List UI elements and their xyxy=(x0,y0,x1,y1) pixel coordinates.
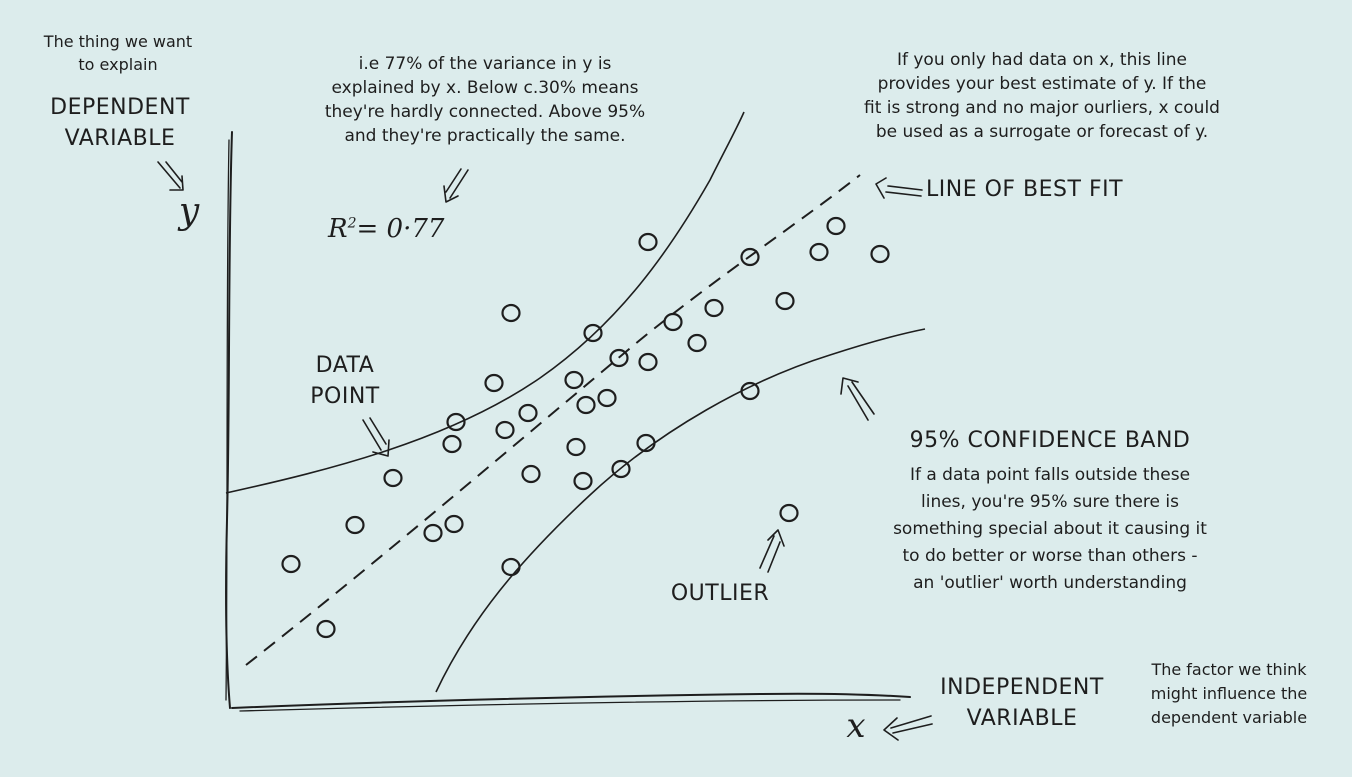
dependent-label-line1: DEPENDENT xyxy=(50,95,190,120)
data-point xyxy=(316,619,336,639)
data-point xyxy=(870,244,890,264)
data-point xyxy=(663,312,683,332)
data-point xyxy=(484,373,504,393)
data-point xyxy=(740,381,760,401)
outlier-point xyxy=(779,503,799,523)
line-of-best-fit xyxy=(245,174,861,666)
data-point xyxy=(638,232,658,252)
independent-description-line3: dependent variable xyxy=(1150,708,1308,727)
data-point-arrow-icon xyxy=(362,417,390,457)
best-fit-note-line4: be used as a surrogate or forecast of y. xyxy=(875,122,1209,142)
best-fit-arrow-icon xyxy=(875,177,923,199)
data-point xyxy=(704,298,724,318)
data-point xyxy=(446,412,466,432)
r2-note-line2: explained by x. Below c.30% means xyxy=(331,78,639,98)
r2-arrow-icon xyxy=(443,168,469,203)
data-point xyxy=(609,348,629,368)
data-point xyxy=(521,464,541,484)
dependent-label-line2: VARIABLE xyxy=(64,126,176,151)
data-point xyxy=(281,554,301,574)
r2-note-line3: they're hardly connected. Above 95% xyxy=(324,102,646,122)
data-point xyxy=(740,247,760,267)
data-point xyxy=(345,515,365,535)
independent-description-line1: The factor we think xyxy=(1151,660,1307,679)
confidence-note-line2: lines, you're 95% sure there is xyxy=(921,492,1179,512)
independent-description: The factor we think might influence the … xyxy=(1124,658,1334,730)
data-point-line1: DATA xyxy=(315,353,375,378)
data-point xyxy=(573,471,593,491)
r2-value: R2= 0·77 xyxy=(328,214,458,245)
data-point xyxy=(423,523,443,543)
r2-note-line4: and they're practically the same. xyxy=(344,126,626,146)
dependent-variable-label: DEPENDENT VARIABLE xyxy=(20,92,220,154)
upper-confidence-band xyxy=(225,111,745,494)
independent-arrow-icon xyxy=(883,715,933,741)
best-fit-note-line2: provides your best estimate of y. If the xyxy=(877,74,1207,94)
independent-label-line1: INDEPENDENT xyxy=(940,675,1104,700)
data-points xyxy=(281,216,890,639)
data-point xyxy=(444,514,464,534)
data-point xyxy=(566,437,586,457)
r2-r: R xyxy=(328,214,348,244)
r2-sup: 2 xyxy=(347,215,357,232)
lower-confidence-band xyxy=(435,328,926,693)
y-axis-second-stroke xyxy=(225,139,230,701)
confidence-note-line4: to do better or worse than others - xyxy=(902,546,1198,566)
data-point xyxy=(442,434,462,454)
data-point xyxy=(576,395,596,415)
confidence-note-line3: something special about it causing it xyxy=(893,519,1207,539)
independent-label-line2: VARIABLE xyxy=(966,706,1078,731)
dependent-description-line2: to explain xyxy=(78,55,158,74)
data-point xyxy=(495,420,515,440)
best-fit-note: If you only had data on x, this line pro… xyxy=(822,48,1262,144)
y-axis-letter: y xyxy=(178,191,200,232)
data-point xyxy=(638,352,658,372)
data-point xyxy=(564,370,584,390)
data-point xyxy=(597,388,617,408)
confidence-note-line5: an 'outlier' worth understanding xyxy=(913,573,1187,593)
best-fit-note-line1: If you only had data on x, this line xyxy=(896,50,1188,70)
dependent-description-line1: The thing we want xyxy=(43,32,193,51)
x-axis xyxy=(231,692,911,709)
independent-variable-label: INDEPENDENT VARIABLE xyxy=(922,672,1122,734)
confidence-note-line1: If a data point falls outside these xyxy=(909,465,1191,485)
data-point xyxy=(383,468,403,488)
dependent-description: The thing we want to explain xyxy=(18,30,218,76)
r2-note-line1: i.e 77% of the variance in y is xyxy=(358,54,612,74)
data-point xyxy=(775,291,795,311)
data-point xyxy=(809,242,829,262)
data-point xyxy=(611,459,631,479)
arrows xyxy=(157,161,933,741)
confidence-arrow-icon xyxy=(840,377,875,421)
data-point xyxy=(583,323,603,343)
data-point xyxy=(518,403,538,423)
confidence-band-note: If a data point falls outside these line… xyxy=(840,462,1260,597)
confidence-band-title: 95% CONFIDENCE BAND xyxy=(909,428,1191,453)
data-point xyxy=(826,216,846,236)
best-fit-label: LINE OF BEST FIT xyxy=(926,177,1124,202)
x-axis-letter: x xyxy=(846,706,866,746)
outlier-label: OUTLIER xyxy=(670,581,770,606)
r2-note: i.e 77% of the variance in y is explaine… xyxy=(300,52,670,148)
data-point-label: DATA POINT xyxy=(290,350,400,412)
data-point xyxy=(501,303,521,323)
r2-eq: = 0·77 xyxy=(356,214,445,244)
best-fit-note-line3: fit is strong and no major ourliers, x c… xyxy=(864,98,1220,118)
data-point xyxy=(687,333,707,353)
dependent-arrow-icon xyxy=(157,161,184,191)
data-point-line2: POINT xyxy=(310,384,380,409)
data-point xyxy=(501,557,521,577)
x-axis-second-stroke xyxy=(239,699,901,712)
independent-description-line2: might influence the xyxy=(1150,684,1308,703)
outlier-arrow-icon xyxy=(759,529,785,573)
data-point xyxy=(636,433,656,453)
